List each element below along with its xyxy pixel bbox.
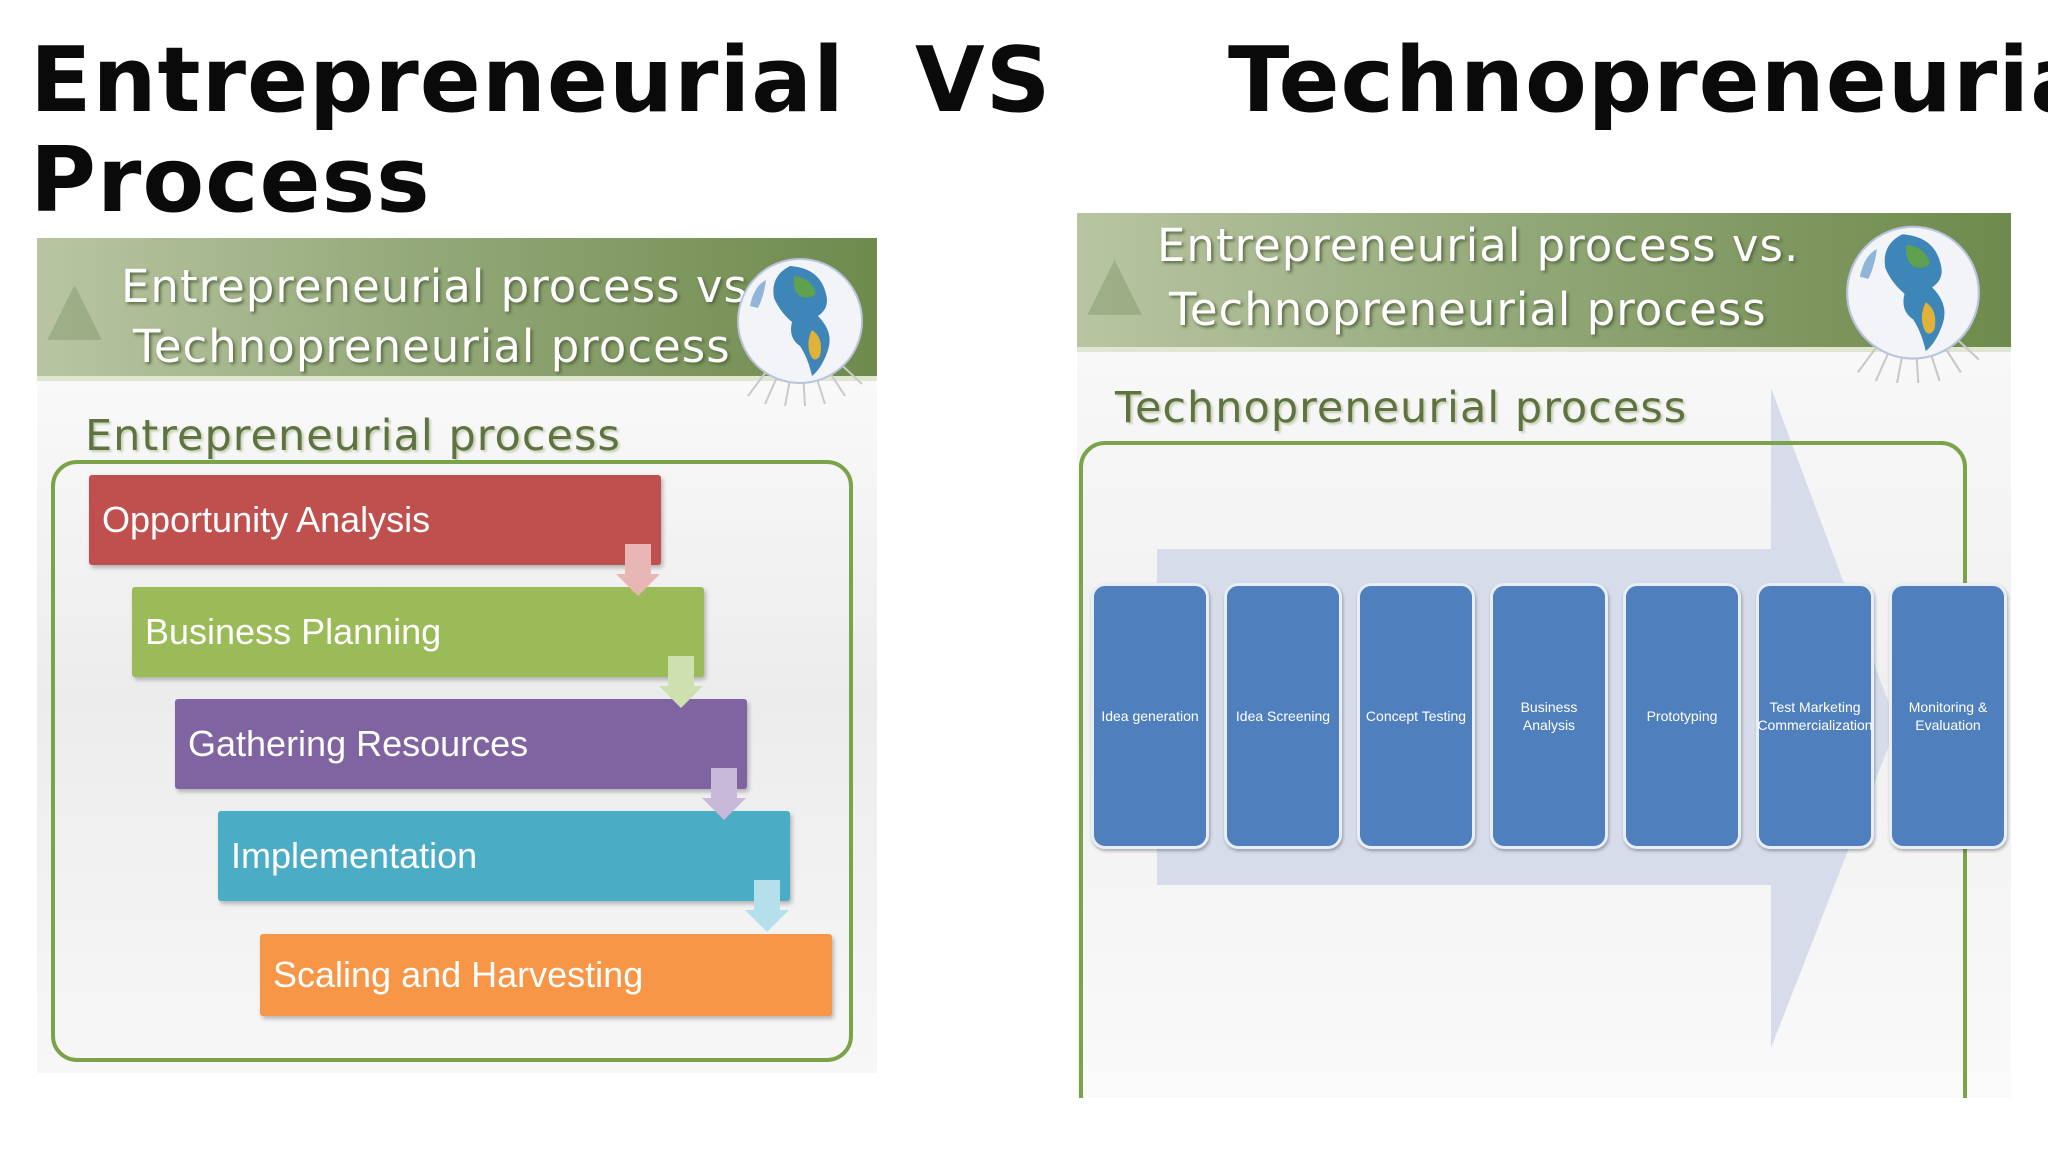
heading-vs: VS [915,28,1052,133]
banner-title-line1: Entrepreneurial process vs. [121,260,764,313]
step-label: Business Planning [145,611,442,652]
step-bar: Business Planning [132,587,704,677]
globe-icon [737,258,863,406]
step-bar: Scaling and Harvesting [260,934,832,1016]
step-bar: Opportunity Analysis [89,475,661,565]
banner-title-line2: Technopreneurial process [1169,283,1767,336]
banner-title-line2: Technopreneurial process [133,320,731,373]
process-step-box: Test Marketing Commercialization [1756,583,1874,849]
process-step-box: Idea Screening [1224,583,1342,849]
entrepreneurial-process-slide: ▴ Entrepreneurial process vs. Technopren… [37,238,877,1073]
process-step-box: Prototyping [1623,583,1741,849]
process-step-box: Monitoring & Evaluation [1889,583,2007,849]
heading-entrepreneurial: Entrepreneurial [30,28,845,133]
step-label: Gathering Resources [188,723,529,764]
step-bar: Gathering Resources [175,699,747,789]
heading-process: Process [30,128,431,233]
steps-frame [51,460,853,1062]
section-title: Technopreneurial process [1115,383,1688,433]
process-step-box: Business Analysis [1490,583,1608,849]
globe-icon [1846,225,1980,383]
process-step-box: Idea generation [1091,583,1209,849]
step-bar: Implementation [218,811,790,901]
world-map-icon: ▴ [1087,214,1143,342]
banner-title-line1: Entrepreneurial process vs. [1157,219,1800,272]
slide-banner: ▴ Entrepreneurial process vs. Technopren… [37,238,877,381]
step-label: Implementation [231,835,478,876]
technopreneurial-process-slide: ▴ Entrepreneurial process vs. Technopren… [1077,213,2011,1098]
section-title: Entrepreneurial process [85,411,621,461]
heading-technopreneurial: Technopreneurial [1228,28,2048,133]
step-label: Opportunity Analysis [102,499,431,540]
world-map-icon: ▴ [47,239,103,367]
process-step-box: Concept Testing [1357,583,1475,849]
step-label: Scaling and Harvesting [273,954,644,995]
